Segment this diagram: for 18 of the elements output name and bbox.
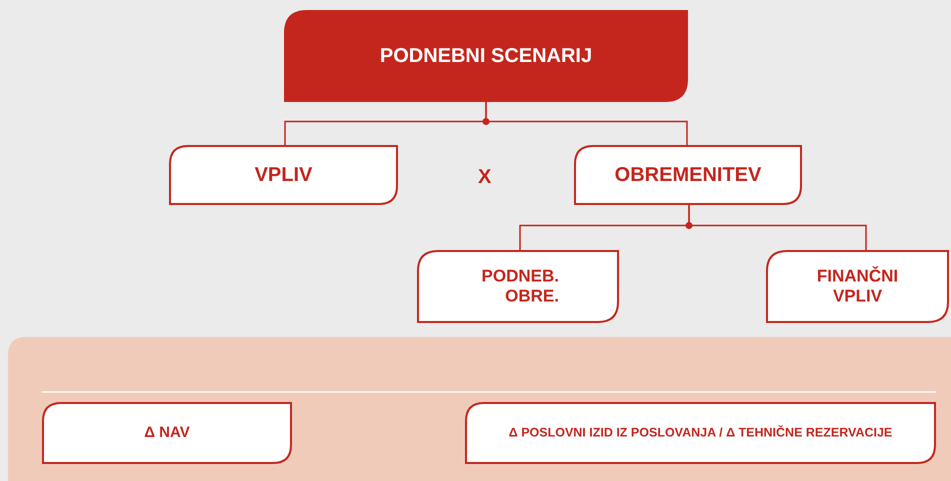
connector-line bbox=[688, 204, 867, 251]
process-box bbox=[767, 251, 948, 322]
node-label: PODNEBNI SCENARIJ bbox=[378, 44, 594, 68]
node-label: Δ NAV bbox=[143, 424, 191, 442]
node-label: FINANČNI VPLIV bbox=[816, 266, 900, 307]
process-box bbox=[170, 146, 397, 204]
process-box bbox=[466, 403, 935, 463]
panel-background bbox=[8, 337, 951, 481]
node-label: VPLIV bbox=[254, 163, 314, 187]
node-label: Δ POSLOVNI IZID IZ POSLOVANJA / Δ TEHNIČNE REZERVACIJE bbox=[508, 426, 894, 440]
connector-line bbox=[485, 101, 688, 146]
node-label: PODNEB. OBRE. bbox=[480, 266, 560, 307]
node-label: OBREMENITEV bbox=[614, 163, 762, 187]
process-box bbox=[418, 251, 618, 322]
process-box bbox=[285, 11, 687, 101]
process-box bbox=[575, 146, 801, 204]
process-box bbox=[43, 403, 291, 463]
multiply-sign: X bbox=[478, 166, 492, 189]
